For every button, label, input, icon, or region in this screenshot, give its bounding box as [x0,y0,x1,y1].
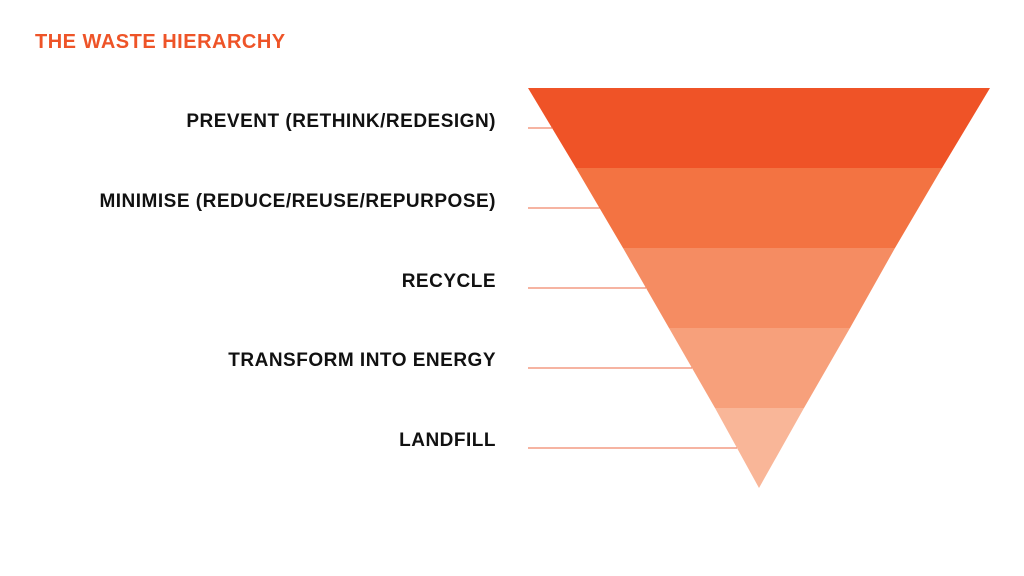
pyramid-band-recycle [623,248,895,328]
level-label-landfill: LANDFILL [399,430,496,451]
level-label-recycle: RECYCLE [401,271,496,292]
pyramid-band-transform [669,328,850,408]
page-title: THE WASTE HIERARCHY [35,31,286,53]
pyramid-band-minimise [576,168,942,248]
level-label-transform: TRANSFORM INTO ENERGY [228,350,496,371]
pyramid-bands [528,88,990,488]
pyramid-band-prevent [528,88,990,168]
pyramid-band-landfill [715,408,804,488]
level-label-minimise: MINIMISE (REDUCE/REUSE/REPURPOSE) [99,191,496,212]
level-label-prevent: PREVENT (RETHINK/REDESIGN) [186,111,496,132]
connector-lines [528,127,737,449]
